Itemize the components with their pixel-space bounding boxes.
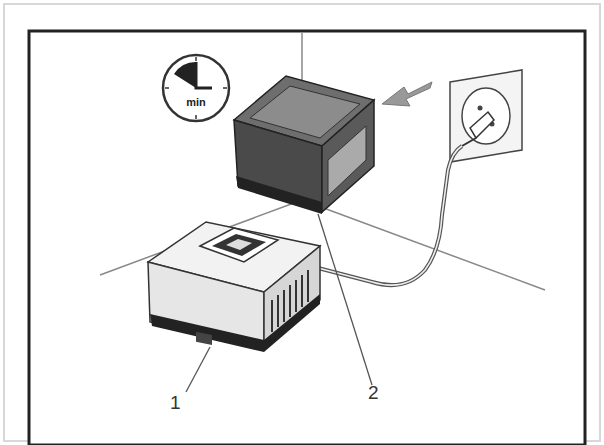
clock-outline bbox=[160, 52, 232, 124]
insert-arrow bbox=[382, 82, 432, 106]
floor-line-right bbox=[302, 200, 545, 290]
callout-number: 2 bbox=[368, 383, 379, 402]
power-plug bbox=[462, 112, 494, 146]
battery-pack bbox=[234, 76, 374, 214]
leader-line bbox=[186, 347, 210, 392]
leader-line bbox=[318, 214, 372, 385]
timer-clock: min bbox=[160, 52, 232, 124]
inner-frame bbox=[29, 31, 585, 445]
charger bbox=[148, 222, 320, 352]
callout-number: 1 bbox=[170, 393, 181, 412]
clock-unit-text: min bbox=[160, 96, 232, 108]
